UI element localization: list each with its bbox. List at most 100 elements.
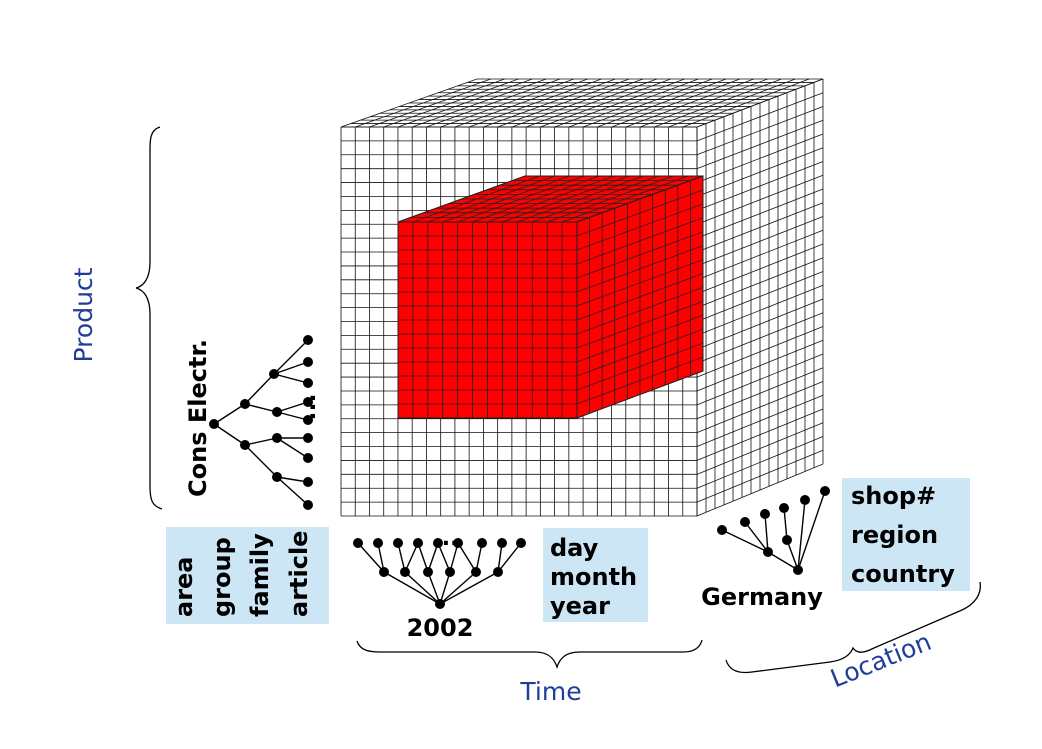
- location-tree-edge: [797, 490, 826, 571]
- time-tree-edge: [383, 571, 441, 605]
- product-level-article: article: [285, 531, 313, 617]
- cube-grid-line: [696, 92, 824, 142]
- subcube-grid-line: [576, 328, 704, 377]
- cube-grid-line: [696, 408, 824, 461]
- cube-grid-line: [696, 188, 824, 239]
- cube-grid-line: [696, 394, 824, 447]
- product-tree-edge: [276, 476, 309, 483]
- location-tree-edge: [786, 539, 799, 571]
- time-tree-node: [379, 567, 389, 577]
- time-levels-box: [543, 528, 648, 622]
- product-tree-edge: [213, 423, 246, 446]
- time-tree-node: [497, 538, 507, 548]
- subcube-grid-line: [576, 356, 704, 405]
- product-tree-edge: [244, 403, 278, 413]
- product-tree-node: [240, 440, 250, 450]
- location-root-label: Germany: [701, 583, 823, 611]
- time-tree-node: [435, 599, 445, 609]
- location-tree-edge: [744, 521, 769, 553]
- time-tree-node: [373, 538, 383, 548]
- product-tree-edge: [273, 361, 309, 375]
- subcube-grid-line: [576, 273, 704, 321]
- product-hierarchy-tree: [209, 335, 313, 510]
- cube-grid-line: [696, 436, 824, 489]
- product-tree-edge: [276, 476, 309, 506]
- location-axis-label: Location: [826, 627, 935, 694]
- time-tree-node: [393, 538, 403, 548]
- time-tree-edge: [439, 571, 499, 605]
- time-tree-edge: [357, 542, 385, 573]
- time-level-day: day: [550, 534, 599, 562]
- cube-grid-line: [696, 78, 824, 128]
- product-level-area: area: [170, 556, 198, 617]
- time-ellipsis: ...: [433, 526, 458, 551]
- cube-grid-line: [696, 463, 824, 517]
- time-tree-edge: [437, 542, 451, 573]
- cube-grid-line: [696, 133, 824, 183]
- product-tree-node: [272, 433, 282, 443]
- time-tree-node: [445, 567, 455, 577]
- subcube-grid-line: [576, 300, 704, 349]
- product-levels: area group family article: [170, 531, 313, 617]
- subcube-grid-line: [576, 231, 704, 279]
- product-tree-edge: [273, 339, 309, 375]
- product-tree-node: [272, 407, 282, 417]
- product-tree-edge: [244, 437, 278, 446]
- product-level-family: family: [246, 533, 274, 617]
- location-levels-box: [842, 478, 970, 591]
- product-tree-node: [240, 399, 250, 409]
- cube-grid-line: [696, 339, 824, 392]
- time-level-month: month: [550, 563, 637, 591]
- cube-grid-line: [696, 202, 824, 253]
- location-tree-node: [820, 486, 830, 496]
- cube-grid-line: [696, 422, 824, 475]
- location-tree-edge: [783, 507, 788, 541]
- time-tree-node: [453, 538, 463, 548]
- cube-grid-line: [696, 312, 824, 364]
- cube-grid-line: [696, 174, 824, 225]
- cube-grid-line: [696, 119, 824, 170]
- product-level-group: group: [208, 537, 236, 617]
- location-tree-node: [763, 547, 773, 557]
- product-tree-node: [303, 415, 313, 425]
- product-tree-edge: [213, 403, 246, 425]
- subcube-grid-line: [576, 175, 704, 223]
- cube-grid-line: [696, 449, 824, 503]
- location-hierarchy-tree: [717, 486, 830, 575]
- time-tree-edge: [497, 542, 522, 573]
- time-tree-edge: [404, 542, 419, 573]
- location-tree-node: [782, 535, 792, 545]
- time-tree-edge: [417, 542, 429, 573]
- location-tree-node: [717, 525, 727, 535]
- product-tree-edge: [244, 373, 275, 405]
- time-hierarchy-tree: [353, 538, 526, 609]
- time-tree-node: [353, 538, 363, 548]
- product-ellipsis: ...: [293, 393, 321, 420]
- product-tree-node: [303, 500, 313, 510]
- subcube-grid-line: [576, 203, 704, 251]
- product-tree-node: [269, 369, 279, 379]
- location-tree-edge: [797, 499, 806, 571]
- product-tree-node: [303, 378, 313, 388]
- product-tree-edge: [273, 373, 309, 384]
- product-tree-node: [303, 453, 313, 463]
- cube-grid-line: [696, 216, 824, 267]
- time-root-label: 2002: [407, 614, 474, 642]
- time-tree-edge: [457, 542, 477, 573]
- time-tree-edge: [439, 571, 477, 605]
- subcube-grid-line: [576, 217, 704, 265]
- subcube-grid-line: [576, 189, 704, 237]
- cube-grid-line: [696, 106, 824, 156]
- time-tree-edge: [427, 542, 439, 573]
- cube-grid-line: [696, 271, 824, 322]
- subcube-grid-line: [576, 342, 704, 391]
- location-tree-node: [793, 565, 803, 575]
- subcube-grid-line: [576, 259, 704, 307]
- cube-grid-line: [696, 326, 824, 378]
- cube-grid-line: [696, 229, 824, 281]
- location-tree-node: [760, 509, 770, 519]
- time-tree-edge: [449, 542, 459, 573]
- location-tree-edge: [767, 551, 799, 571]
- cube-grid-line: [696, 243, 824, 295]
